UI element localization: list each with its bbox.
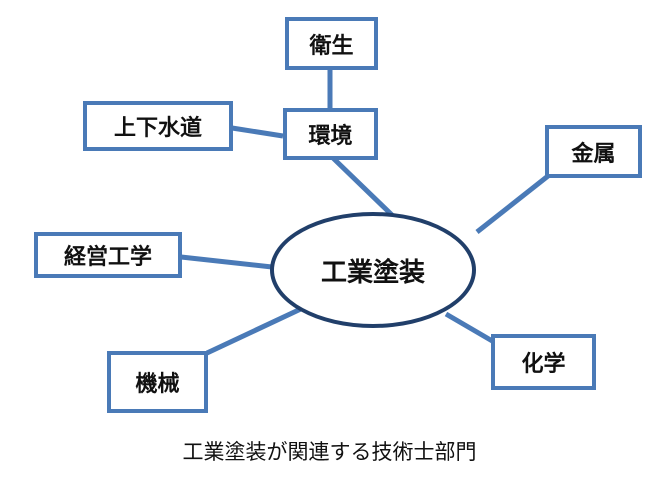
node-kinzoku: 金属 [545, 125, 642, 178]
node-keiei-label: 経営工学 [63, 245, 152, 270]
node-keiei: 経営工学 [34, 232, 182, 278]
node-kagaku-label: 化学 [521, 352, 566, 377]
node-kikai-label: 機械 [135, 372, 180, 397]
node-kikai: 機械 [107, 351, 208, 413]
node-eisei: 衛生 [285, 17, 378, 70]
node-kagaku: 化学 [491, 334, 596, 390]
edge-kankyo-center [331, 156, 394, 217]
edge-josuido-kankyo [231, 125, 284, 139]
edge-kikai-center [205, 304, 307, 356]
node-josuido-label: 上下水道 [113, 116, 202, 141]
edge-keiei-center [180, 254, 273, 270]
node-josuido: 上下水道 [83, 101, 233, 151]
edge-kinzoku-center [475, 174, 550, 234]
node-kinzoku-label: 金属 [571, 141, 616, 167]
node-kankyo: 環境 [283, 108, 378, 160]
node-kankyo-label: 環境 [308, 124, 353, 149]
diagram-caption: 工業塗装が関連する技術士部門 [182, 440, 477, 464]
edge-kagaku-center [444, 311, 496, 345]
center-node-label: 工業塗装 [320, 257, 425, 288]
node-eisei-label: 衛生 [309, 33, 354, 59]
center-node: 工業塗装 [270, 212, 476, 328]
